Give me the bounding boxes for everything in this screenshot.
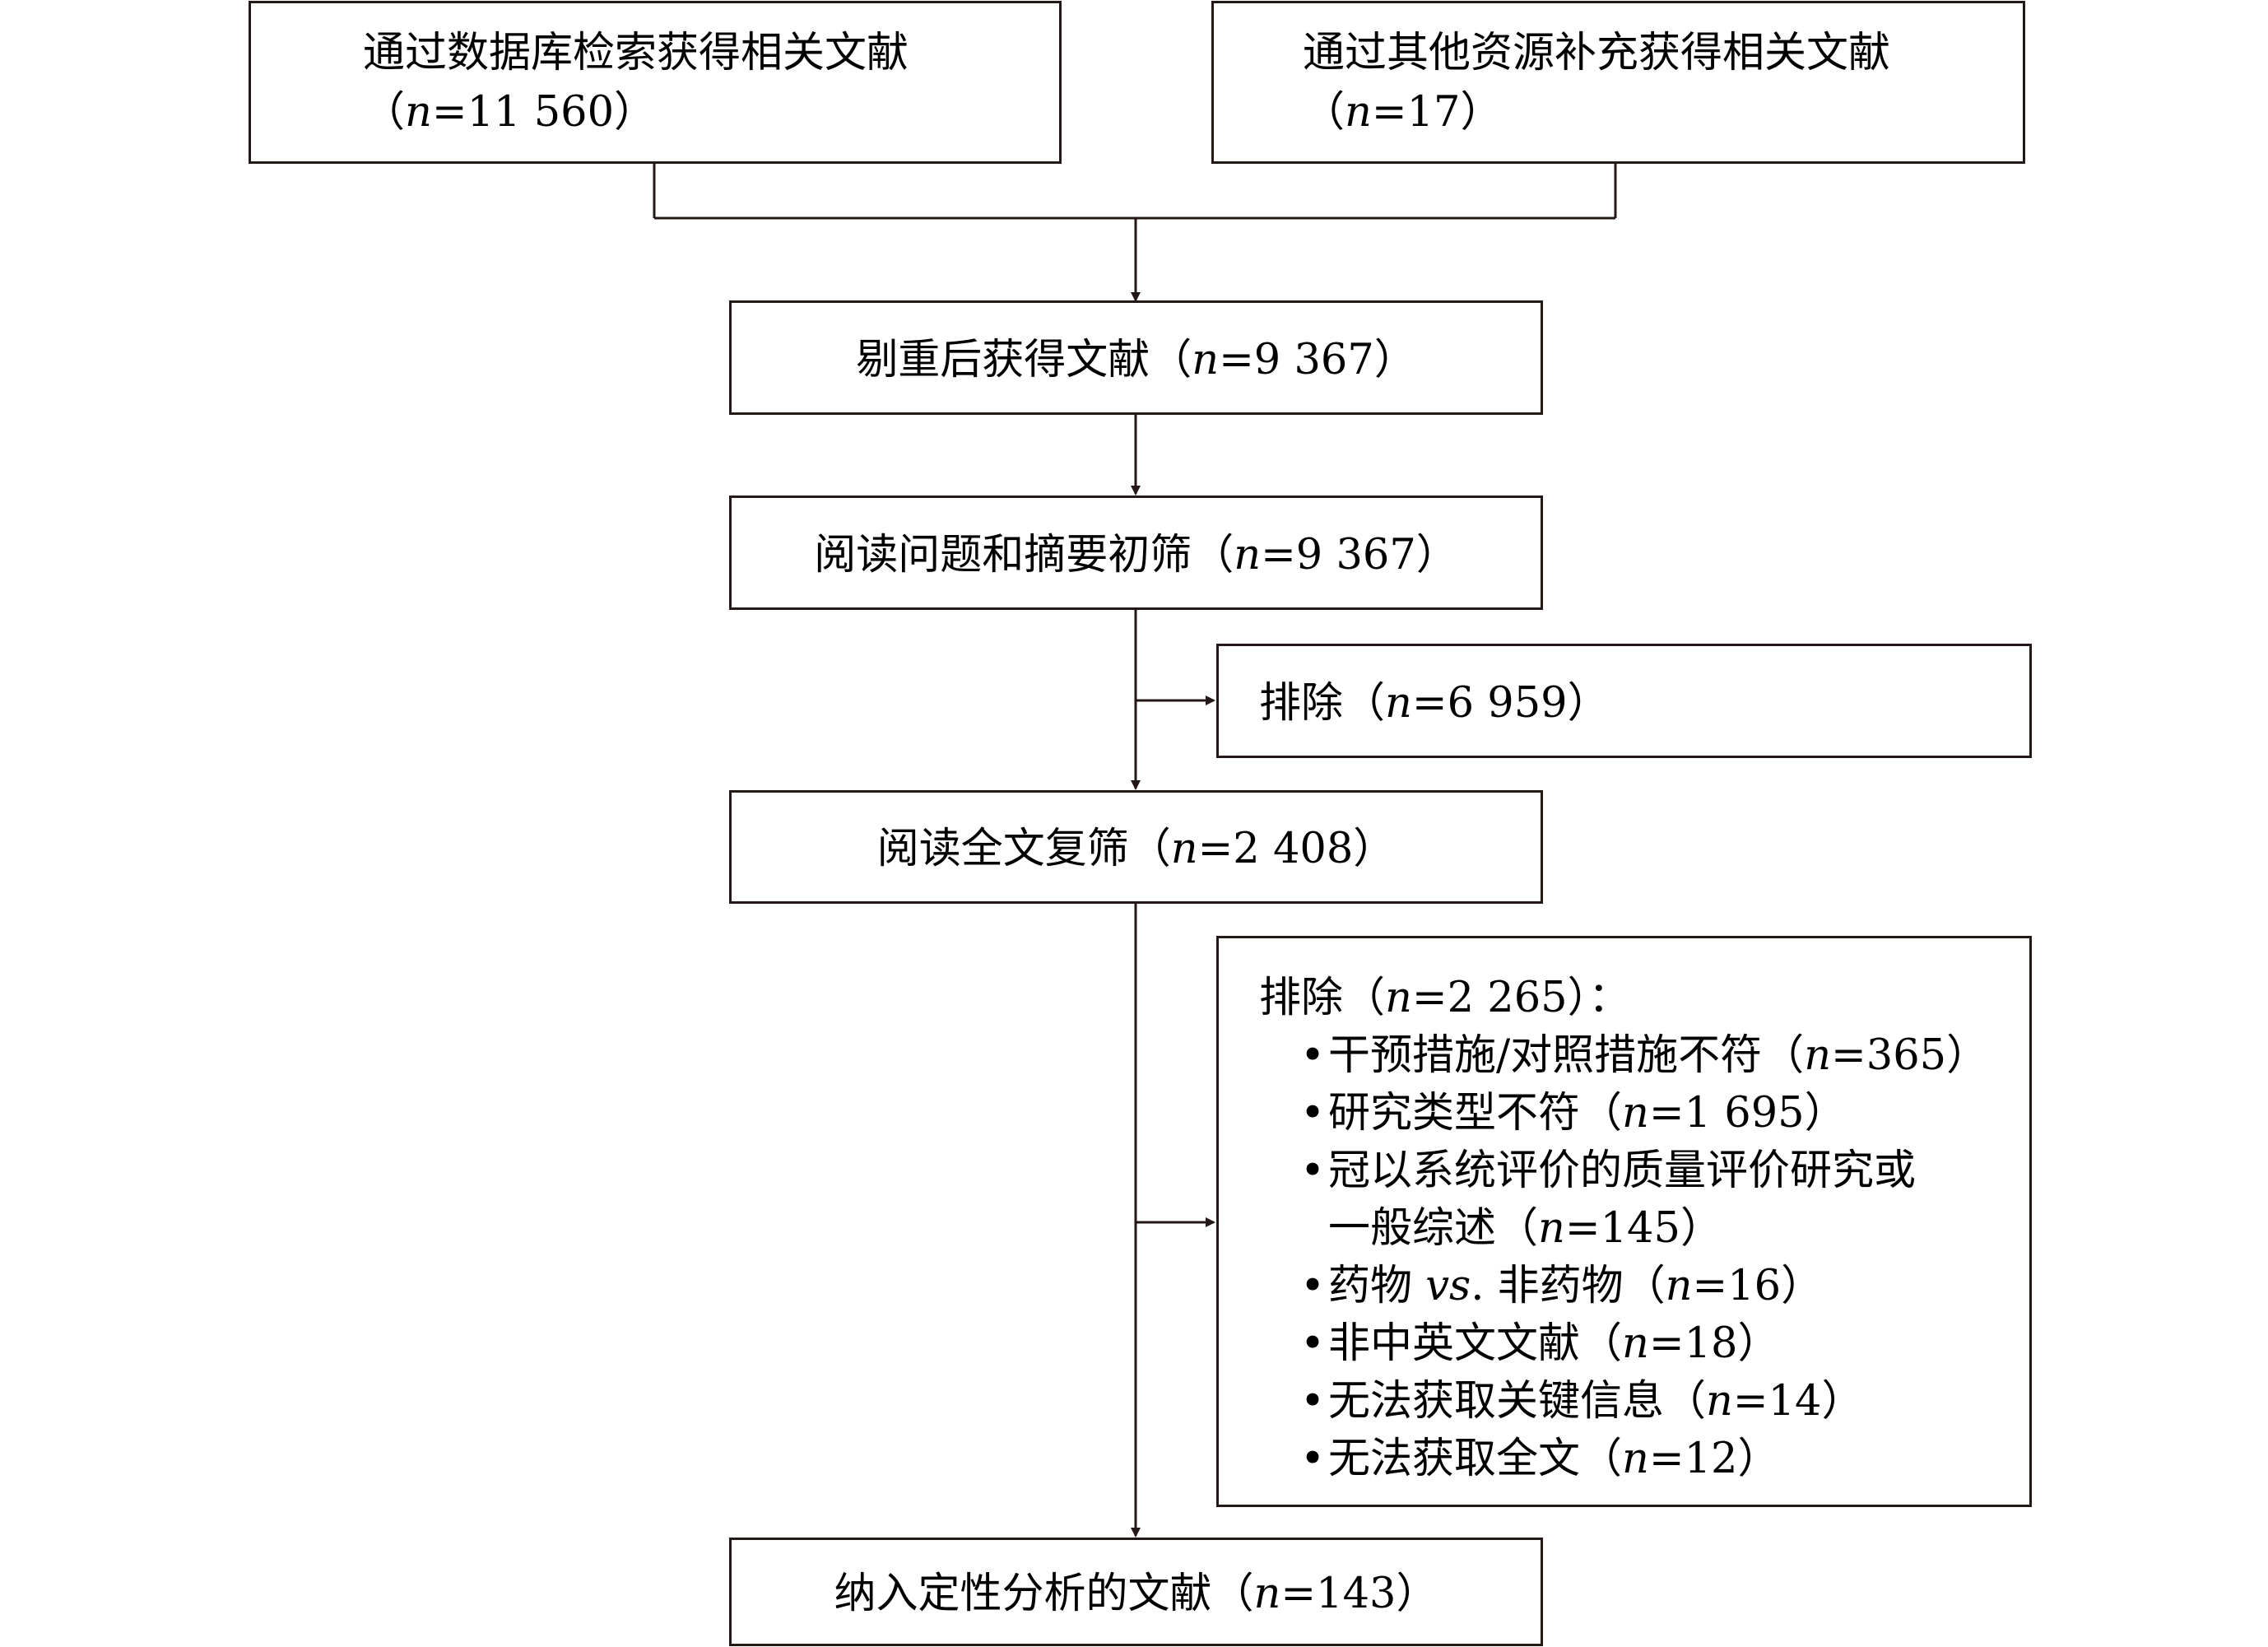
reason-label: 一般综述（	[1328, 1204, 1539, 1253]
reason-n-value: =365）	[1831, 1031, 1989, 1080]
title-abstract-n-var: n	[1234, 531, 1262, 579]
bullet-icon: •	[1300, 1089, 1326, 1138]
exclude-2-heading-label: 排除（	[1259, 974, 1386, 1022]
other-sources-box: 通过其他资源补充获得相关文献 （n=17）	[1211, 1, 2025, 164]
included-n-value: =143）	[1280, 1570, 1438, 1618]
full-text-n-value: =2 408）	[1197, 825, 1396, 873]
exclusion-reason-text: 无法获取关键信息（n=14）	[1328, 1380, 1864, 1422]
dedup-text: 剔重后获得文献（n=9 367）	[732, 339, 1541, 381]
exclude-1-n-value: =6 959）	[1411, 679, 1610, 728]
exclude-1-label: 排除（	[1259, 679, 1386, 728]
db-search-count: （n=11 560）	[363, 91, 656, 133]
full-text-n-var: n	[1170, 825, 1198, 873]
exclude-1-text: 排除（n=6 959）	[1259, 682, 1610, 724]
reason-n-value: =1 695）	[1648, 1089, 1847, 1138]
title-abstract-label: 阅读问题和摘要初筛（	[814, 531, 1234, 579]
db-search-n-var: n	[405, 88, 432, 137]
exclusion-reason-text: 非中英文文献（n=18）	[1328, 1323, 1780, 1365]
bullet-icon: •	[1300, 1435, 1326, 1483]
exclusion-reason-text-line2: 一般综述（n=145）	[1328, 1207, 1722, 1249]
reason-n-var: n	[1622, 1435, 1649, 1483]
other-sources-n-var: n	[1345, 88, 1372, 137]
reason-n-var: n	[1538, 1204, 1565, 1253]
dedup-n-var: n	[1192, 336, 1220, 384]
dedup-n-value: =9 367）	[1219, 336, 1416, 384]
reason-n-value: =18）	[1648, 1319, 1780, 1368]
included-n-var: n	[1253, 1570, 1281, 1618]
exclusion-reason-text: 干预措施/对照措施不符（n=365）	[1328, 1035, 1988, 1077]
reason-label: 药物	[1328, 1262, 1426, 1310]
reason-label: 无法获取全文（	[1328, 1435, 1623, 1483]
reason-n-value: =14）	[1732, 1377, 1864, 1426]
reason-n-var: n	[1706, 1377, 1733, 1426]
reason-label-rest: . 非药物（	[1471, 1262, 1666, 1310]
reason-n-value: =16）	[1692, 1262, 1824, 1310]
other-sources-n-value: =17）	[1371, 88, 1503, 137]
db-search-open-paren: （	[363, 88, 406, 137]
exclude-2-n-value: =2 265）：	[1411, 974, 1631, 1022]
reason-n-var: n	[1804, 1031, 1832, 1080]
full-text-box: 阅读全文复筛（n=2 408）	[729, 790, 1543, 904]
bullet-icon: •	[1300, 1262, 1326, 1310]
included-text: 纳入定性分析的文献（n=143）	[732, 1573, 1541, 1615]
bullet-icon: •	[1300, 1147, 1326, 1195]
exclusion-reason-text: 研究类型不符（n=1 695）	[1328, 1092, 1847, 1134]
bullet-icon: •	[1300, 1377, 1326, 1426]
db-search-title: 通过数据库检索获得相关文献	[363, 29, 909, 77]
bullet-icon: •	[1300, 1031, 1326, 1080]
dedup-box: 剔重后获得文献（n=9 367）	[729, 300, 1543, 415]
dedup-label: 剔重后获得文献（	[856, 336, 1192, 384]
reason-label: 无法获取关键信息（	[1328, 1377, 1707, 1426]
reason-n-var: n	[1622, 1089, 1649, 1138]
reason-n-var: n	[1622, 1319, 1649, 1368]
title-abstract-text: 阅读问题和摘要初筛（n=9 367）	[732, 534, 1541, 576]
reason-n-var: n	[1665, 1262, 1693, 1310]
exclusion-reason-text-line1: 冠以系统评价的质量评价研究或	[1328, 1147, 1917, 1195]
reason-n-value: =145）	[1564, 1204, 1722, 1253]
db-search-box: 通过数据库检索获得相关文献 （n=11 560）	[249, 1, 1062, 164]
bullet-icon: •	[1300, 1319, 1326, 1368]
other-sources-title: 通过其他资源补充获得相关文献	[1303, 29, 1891, 77]
exclude-1-box: 排除（n=6 959）	[1216, 644, 2032, 758]
reason-label: 干预措施/对照措施不符（	[1328, 1031, 1805, 1080]
db-search-n-value: =11 560）	[431, 88, 657, 137]
exclude-2-heading: 排除（n=2 265）：	[1259, 977, 1630, 1019]
reason-label: 研究类型不符（	[1328, 1089, 1623, 1138]
exclusion-reason-text: 药物 vs. 非药物（n=16）	[1328, 1265, 1823, 1307]
title-abstract-n-value: =9 367）	[1261, 531, 1458, 579]
full-text-label: 阅读全文复筛（	[876, 825, 1171, 873]
reason-vs: vs	[1425, 1262, 1471, 1310]
title-abstract-box: 阅读问题和摘要初筛（n=9 367）	[729, 495, 1543, 610]
included-box: 纳入定性分析的文献（n=143）	[729, 1538, 1543, 1646]
reason-label: 非中英文文献（	[1328, 1319, 1623, 1368]
other-sources-count: （n=17）	[1303, 91, 1503, 133]
included-label: 纳入定性分析的文献（	[834, 1570, 1254, 1618]
exclude-2-n-var: n	[1385, 974, 1412, 1022]
full-text-text: 阅读全文复筛（n=2 408）	[732, 828, 1541, 870]
exclusion-reason-text: 无法获取全文（n=12）	[1328, 1438, 1780, 1480]
other-sources-open-paren: （	[1303, 88, 1345, 137]
exclude-2-box: 排除（n=2 265）： • 干预措施/对照措施不符（n=365） • 研究类型…	[1216, 936, 2032, 1507]
reason-n-value: =12）	[1648, 1435, 1780, 1483]
exclude-1-n-var: n	[1385, 679, 1412, 728]
